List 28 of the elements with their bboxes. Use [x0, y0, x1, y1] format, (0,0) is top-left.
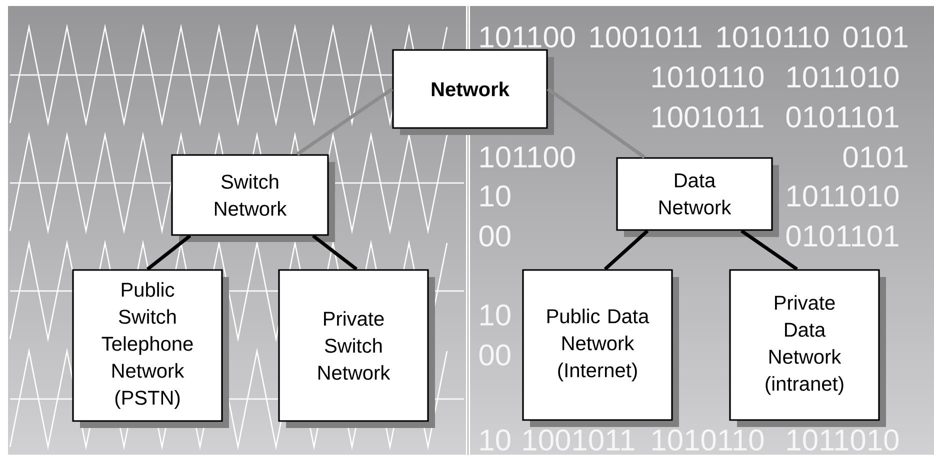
- binary-digits: 1010110: [718, 26, 829, 48]
- connector-line: [546, 88, 646, 159]
- network-box: Data Network: [616, 157, 779, 237]
- binary-digits: 0101: [843, 26, 908, 48]
- connector-line: [740, 229, 798, 271]
- binary-digits: 10: [480, 304, 510, 326]
- network-box: Public Switch Telephone Network (PSTN): [72, 269, 229, 428]
- binary-digits: 0101: [843, 146, 908, 168]
- binary-digits: 101100: [480, 26, 575, 48]
- connector-line: [312, 234, 358, 271]
- binary-digits: 0101101: [786, 106, 898, 128]
- network-box: Private Data Network (intranet): [729, 269, 886, 427]
- connector-line: [604, 230, 649, 270]
- binary-digits: 1001011: [590, 26, 702, 48]
- binary-digits: 10: [480, 185, 510, 207]
- network-box: Public Data Network (Internet): [522, 269, 679, 427]
- binary-digits: 1010110: [652, 66, 764, 88]
- binary-digits: 0101101: [786, 225, 898, 247]
- network-box: Private Switch Network: [278, 269, 435, 428]
- binary-digits: 101100: [480, 146, 575, 168]
- binary-digits: 1011010: [788, 185, 899, 207]
- binary-digits: 1011010: [788, 66, 899, 88]
- network-box: Network: [392, 49, 554, 135]
- binary-digits: 1001011: [652, 106, 764, 128]
- connector-line: [296, 88, 394, 156]
- network-box: Switch Network: [171, 154, 335, 242]
- binary-digits: 00: [479, 225, 510, 247]
- connector-line: [146, 234, 192, 271]
